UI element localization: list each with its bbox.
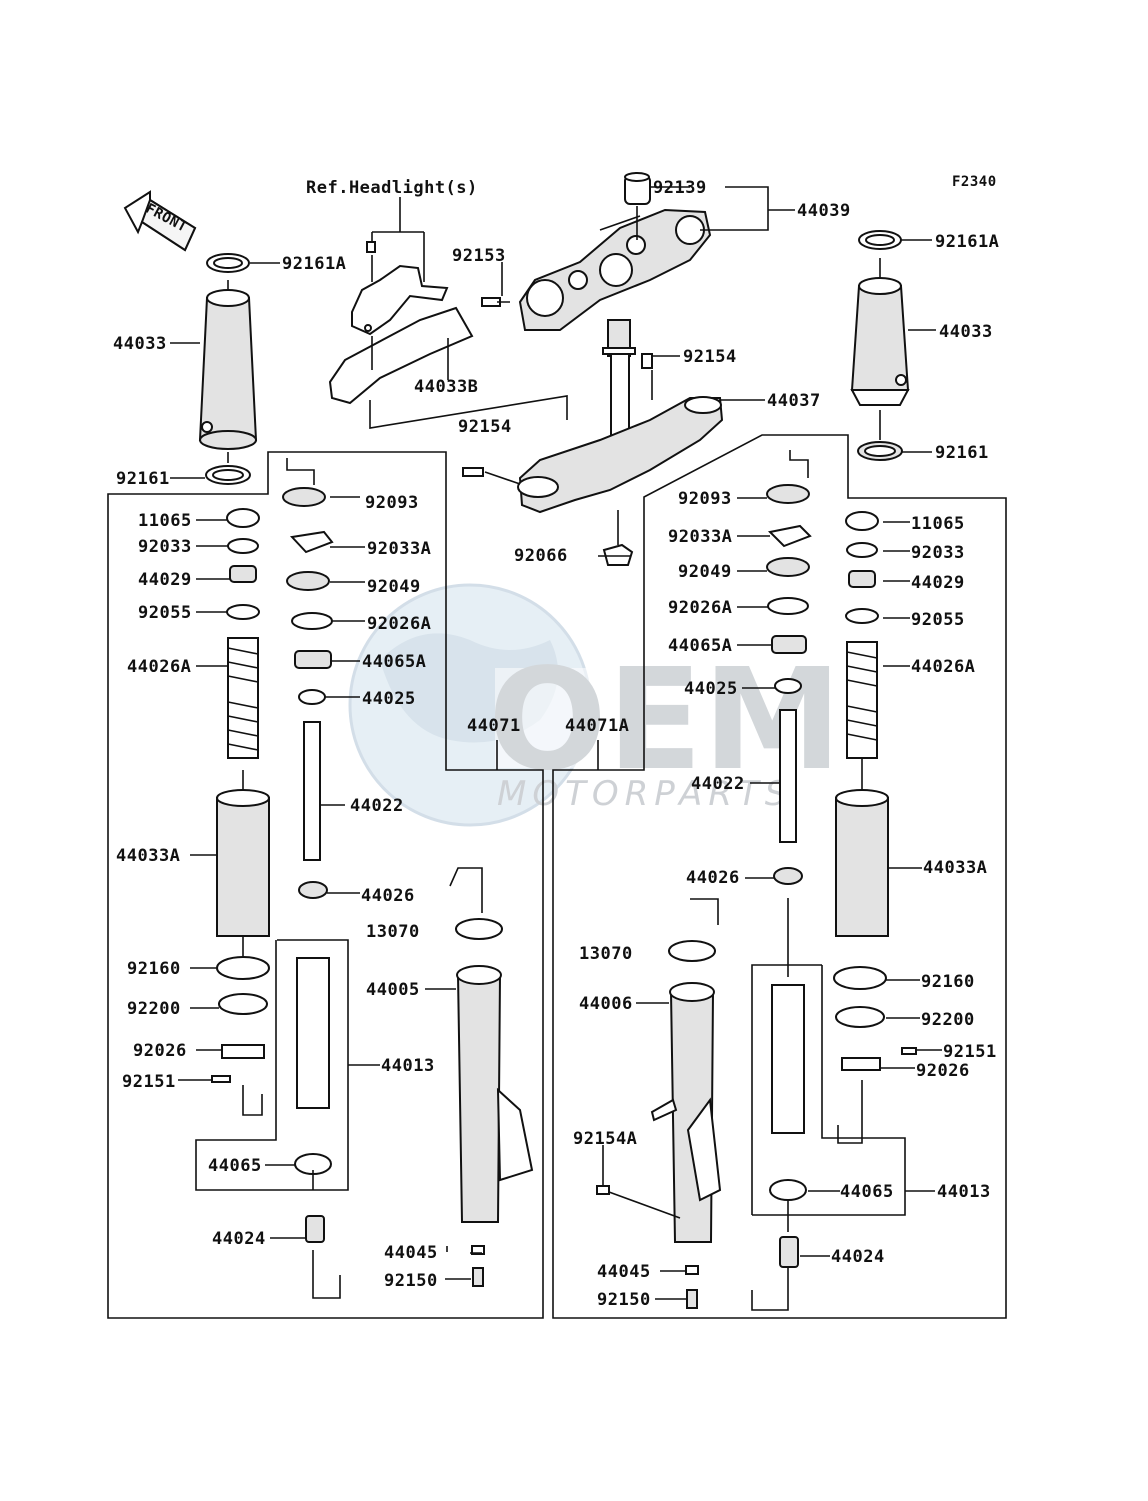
figure-code: F2340 xyxy=(952,174,997,190)
part-labels: 92161A 44033 92161 92153 44033B 92154 92… xyxy=(113,178,999,1310)
label-92055-left: 92055 xyxy=(138,603,192,623)
label-92153: 92153 xyxy=(452,246,506,266)
label-92049-left: 92049 xyxy=(367,577,421,597)
label-92200-right: 92200 xyxy=(921,1010,975,1030)
label-44022-right: 44022 xyxy=(691,774,745,794)
label-44026a-right: 44026A xyxy=(911,657,975,677)
label-44022-left: 44022 xyxy=(350,796,404,816)
label-44033a-right: 44033A xyxy=(923,858,987,878)
label-44033b: 44033B xyxy=(414,377,478,397)
label-11065-left: 11065 xyxy=(138,511,192,531)
label-44006: 44006 xyxy=(579,994,633,1014)
label-92033a-right: 92033A xyxy=(668,527,732,547)
label-44024-right: 44024 xyxy=(831,1247,885,1267)
label-92026a-left: 92026A xyxy=(367,614,431,634)
leaders-middle xyxy=(496,740,599,770)
left-outer-tube xyxy=(455,918,534,1287)
label-92033a-left: 92033A xyxy=(367,539,431,559)
right-outer-tube xyxy=(596,940,722,1309)
label-92200-left: 92200 xyxy=(127,999,181,1019)
label-92026-left: 92026 xyxy=(133,1041,187,1061)
ref-headlight-leader xyxy=(371,197,425,282)
leaders-right-outer xyxy=(602,898,719,1300)
right-fork-internals xyxy=(766,484,917,1268)
label-11065-right: 11065 xyxy=(911,514,965,534)
label-92154-mid: 92154 xyxy=(458,417,512,437)
label-92154a: 92154A xyxy=(573,1129,637,1149)
label-92055-right: 92055 xyxy=(911,610,965,630)
label-92093-right: 92093 xyxy=(678,489,732,509)
upper-triple-clamp xyxy=(481,172,712,331)
label-44013-left: 44013 xyxy=(381,1056,435,1076)
label-44025-right: 44025 xyxy=(684,679,738,699)
label-44026-right: 44026 xyxy=(686,868,740,888)
leaders-top-right xyxy=(879,239,936,453)
watermark-text: MOTORPARTS xyxy=(497,774,792,814)
label-44025-left: 44025 xyxy=(362,689,416,709)
label-44071: 44071 xyxy=(467,716,521,736)
label-44033-left: 44033 xyxy=(113,334,167,354)
label-44033-right: 44033 xyxy=(939,322,993,342)
label-44065a-right: 44065A xyxy=(668,636,732,656)
label-44045-left: 44045 xyxy=(384,1243,438,1263)
label-92033-left: 92033 xyxy=(138,537,192,557)
label-92161a-right: 92161A xyxy=(935,232,999,252)
steering-stem xyxy=(462,319,724,566)
label-13070-left: 13070 xyxy=(366,922,420,942)
label-44065-left: 44065 xyxy=(208,1156,262,1176)
leaders-bracket xyxy=(369,338,568,429)
label-13070-right: 13070 xyxy=(579,944,633,964)
label-92161-right: 92161 xyxy=(935,443,989,463)
label-92151-left: 92151 xyxy=(122,1072,176,1092)
leaders-right-internals xyxy=(737,450,942,1311)
label-92066: 92066 xyxy=(514,546,568,566)
leaders-left-internals xyxy=(178,458,380,1299)
front-arrow-icon: FRONT xyxy=(123,190,197,252)
label-92139: 92139 xyxy=(653,178,707,198)
label-92161a-left: 92161A xyxy=(282,254,346,274)
fork-cover-left xyxy=(198,253,258,485)
label-44029-left: 44029 xyxy=(138,570,192,590)
label-44071a: 44071A xyxy=(565,716,629,736)
leaders-upper-clamp xyxy=(497,186,795,303)
label-44026-left: 44026 xyxy=(361,886,415,906)
label-92160-left: 92160 xyxy=(127,959,181,979)
label-92154-top: 92154 xyxy=(683,347,737,367)
leaders-left-outer xyxy=(425,867,483,1280)
label-44005: 44005 xyxy=(366,980,420,1000)
label-92150-right: 92150 xyxy=(597,1290,651,1310)
label-44029-right: 44029 xyxy=(911,573,965,593)
label-44065-right: 44065 xyxy=(840,1182,894,1202)
label-44037: 44037 xyxy=(767,391,821,411)
fork-cover-right xyxy=(850,230,910,461)
label-44026a-left: 44026A xyxy=(127,657,191,677)
label-92026-right: 92026 xyxy=(916,1061,970,1081)
ref-headlight-label: Ref.Headlight(s) xyxy=(306,178,478,198)
label-92033-right: 92033 xyxy=(911,543,965,563)
label-44039: 44039 xyxy=(797,201,851,221)
label-92049-right: 92049 xyxy=(678,562,732,582)
label-92026a-right: 92026A xyxy=(668,598,732,618)
label-92151-right: 92151 xyxy=(943,1042,997,1062)
leaders-lower-clamp xyxy=(484,355,765,557)
left-fork-internals xyxy=(211,487,334,1243)
label-92161-left: 92161 xyxy=(116,469,170,489)
headlight-bracket xyxy=(328,241,474,405)
label-92160-right: 92160 xyxy=(921,972,975,992)
label-44024-left: 44024 xyxy=(212,1229,266,1249)
label-44065a-left: 44065A xyxy=(362,652,426,672)
label-92093-left: 92093 xyxy=(365,493,419,513)
leaders-top-left xyxy=(170,262,280,479)
label-44033a-left: 44033A xyxy=(116,846,180,866)
left-fork-frame xyxy=(107,451,544,1319)
label-92150-left: 92150 xyxy=(384,1271,438,1291)
label-44045-right: 44045 xyxy=(597,1262,651,1282)
label-44013-right: 44013 xyxy=(937,1182,991,1202)
